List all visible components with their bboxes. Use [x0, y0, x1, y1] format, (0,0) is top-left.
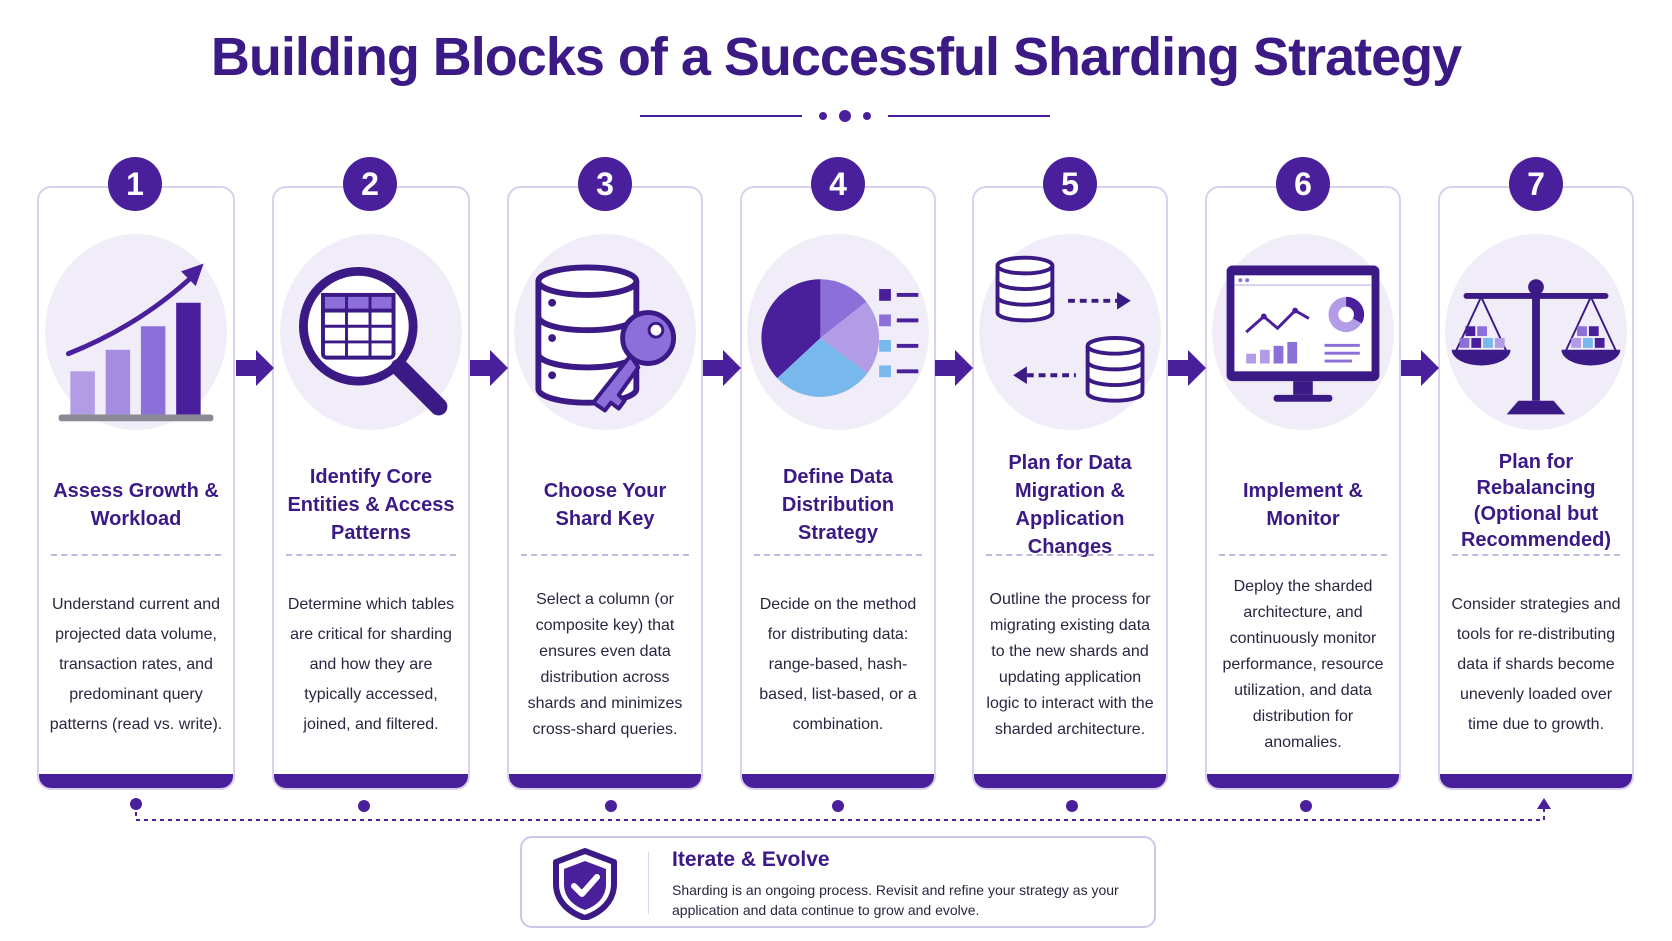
pie-chart-icon: [742, 234, 934, 444]
step-number-badge: 4: [811, 157, 865, 211]
panel-divider: [648, 852, 649, 914]
title-divider: [640, 110, 1050, 122]
iterate-evolve-panel: Iterate & Evolve Sharding is an ongoing …: [520, 836, 1156, 928]
card-bottom-bar: [274, 774, 468, 788]
card-bottom-bar: [1207, 774, 1399, 788]
shield-check-icon: [553, 848, 617, 920]
step-card-7: Plan for Rebalancing (Optional but Recom…: [1438, 186, 1634, 790]
database-migration-icon: [974, 234, 1166, 444]
page-title: Building Blocks of a Successful Sharding…: [210, 27, 1462, 87]
step-title: Assess Growth & Workload: [53, 480, 219, 530]
step-card-3: Choose Your Shard Key Select a column (o…: [507, 186, 703, 790]
step-title: Implement & Monitor: [1242, 480, 1364, 530]
step-title: Plan for Data Migration & Application Ch…: [1008, 452, 1132, 558]
arrow-right-icon: [1401, 350, 1439, 386]
arrow-right-icon: [935, 350, 973, 386]
step-number-badge: 1: [108, 157, 162, 211]
card-bottom-bar: [742, 774, 934, 788]
step-card-5: Plan for Data Migration & Application Ch…: [972, 186, 1168, 790]
card-bottom-bar: [509, 774, 701, 788]
feedback-loop-line: [130, 798, 1551, 821]
step-number-badge: 2: [343, 157, 397, 211]
step-card-4: Define Data Distribution Strategy Decide…: [740, 186, 936, 790]
step-title: Identify Core Entities & Access Patterns: [287, 466, 455, 544]
step-card-2: Identify Core Entities & Access Patterns…: [272, 186, 470, 790]
arrow-right-icon: [703, 350, 741, 386]
step-description: Decide on the method for distributing da…: [759, 596, 917, 733]
step-title: Choose Your Shard Key: [543, 480, 667, 530]
dashed-divider: [51, 554, 221, 556]
arrow-right-icon: [236, 350, 274, 386]
arrow-right-icon: [470, 350, 508, 386]
step-number-badge: 6: [1276, 157, 1330, 211]
dashed-divider: [754, 554, 922, 556]
step-description: Outline the process for migrating existi…: [986, 591, 1154, 738]
step-description: Select a column (or composite key) that …: [527, 591, 683, 738]
step-title: Plan for Rebalancing (Optional but Recom…: [1460, 451, 1612, 551]
database-key-icon: [509, 234, 701, 444]
dashed-divider: [286, 554, 456, 556]
monitor-dashboard-icon: [1207, 234, 1399, 444]
step-description: Understand current and projected data vo…: [49, 596, 223, 733]
step-card-1: Assess Growth & Workload Understand curr…: [37, 186, 235, 790]
dashed-divider: [986, 554, 1154, 556]
card-bottom-bar: [39, 774, 233, 788]
step-description: Determine which tables are critical for …: [287, 596, 455, 733]
balance-scale-icon: [1440, 234, 1632, 444]
magnifier-table-icon: [274, 234, 468, 444]
step-title: Define Data Distribution Strategy: [781, 466, 895, 544]
dashed-divider: [521, 554, 689, 556]
dashed-divider: [1219, 554, 1387, 556]
card-bottom-bar: [1440, 774, 1632, 788]
dashed-divider: [1452, 554, 1620, 556]
arrow-right-icon: [1168, 350, 1206, 386]
step-number-badge: 7: [1509, 157, 1563, 211]
card-bottom-bar: [974, 774, 1166, 788]
iterate-description: Sharding is an ongoing process. Revisit …: [672, 882, 1119, 918]
step-description: Consider strategies and tools for re-dis…: [1451, 596, 1621, 733]
step-number-badge: 5: [1043, 157, 1097, 211]
step-description: Deploy the sharded architecture, and con…: [1222, 578, 1384, 751]
step-card-6: Implement & Monitor Deploy the sharded a…: [1205, 186, 1401, 790]
iterate-title: Iterate & Evolve: [672, 848, 830, 871]
growth-chart-icon: [39, 234, 233, 444]
step-number-badge: 3: [578, 157, 632, 211]
